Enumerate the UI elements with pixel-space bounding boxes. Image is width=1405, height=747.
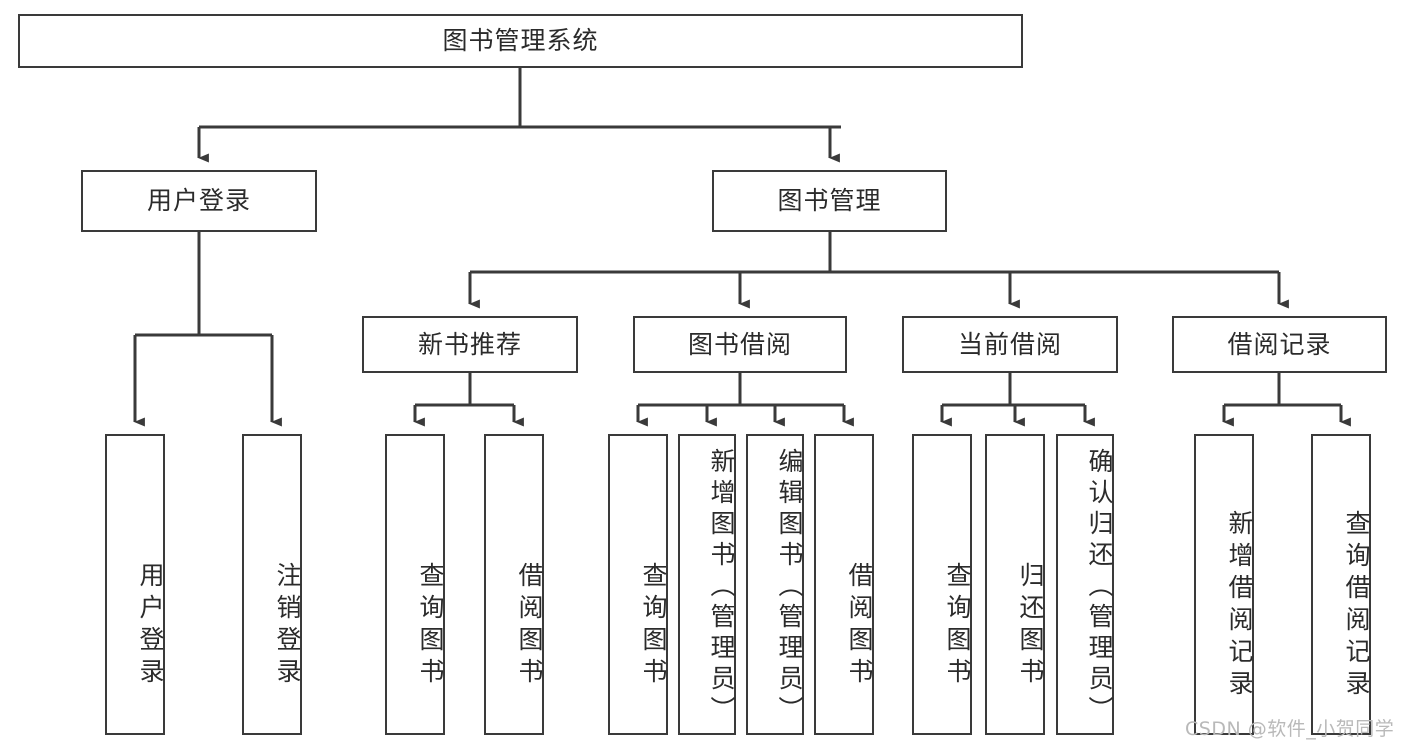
node-borrow-record[interactable]: 借阅记录 (1172, 316, 1387, 373)
node-user-login-label: 用户登录 (146, 186, 251, 216)
node-leaf-add-book-admin[interactable]: 新增图书（管理员） (678, 434, 736, 735)
node-leaf-query-book-recommend[interactable]: 查询图书 (385, 434, 445, 735)
node-leaf-user-login-label: 用户登录 (136, 561, 165, 690)
node-root-label: 图书管理系统 (442, 26, 599, 56)
node-current-borrow[interactable]: 当前借阅 (902, 316, 1118, 373)
node-leaf-user-logout[interactable]: 注销登录 (242, 434, 302, 735)
node-leaf-query-borrow-record[interactable]: 查询借阅记录 (1311, 434, 1371, 735)
node-leaf-borrow-book-recommend-label: 借阅图书 (515, 561, 544, 690)
node-user-login[interactable]: 用户登录 (81, 170, 317, 232)
node-current-borrow-label: 当前借阅 (957, 329, 1062, 359)
node-leaf-add-borrow-record-label: 新增借阅记录 (1225, 509, 1254, 702)
node-leaf-confirm-return-admin[interactable]: 确认归还（管理员） (1056, 434, 1114, 735)
node-root[interactable]: 图书管理系统 (18, 14, 1023, 68)
node-borrow-record-label: 借阅记录 (1227, 329, 1332, 359)
node-new-book-recommend-label: 新书推荐 (417, 329, 522, 359)
node-leaf-return-book-label: 归还图书 (1016, 561, 1045, 690)
node-leaf-confirm-return-admin-label: 确认归还（管理员） (1085, 448, 1114, 727)
node-leaf-query-book-current[interactable]: 查询图书 (912, 434, 972, 735)
node-book-borrow[interactable]: 图书借阅 (633, 316, 847, 373)
node-leaf-user-login[interactable]: 用户登录 (105, 434, 165, 735)
node-leaf-query-book-borrow-label: 查询图书 (639, 561, 668, 690)
node-book-borrow-label: 图书借阅 (687, 329, 792, 359)
node-leaf-edit-book-admin-label: 编辑图书（管理员） (775, 448, 804, 727)
node-book-manage[interactable]: 图书管理 (712, 170, 947, 232)
node-leaf-add-book-admin-label: 新增图书（管理员） (707, 448, 736, 727)
node-leaf-query-borrow-record-label: 查询借阅记录 (1342, 509, 1371, 702)
node-book-manage-label: 图书管理 (777, 186, 882, 216)
node-leaf-add-borrow-record[interactable]: 新增借阅记录 (1194, 434, 1254, 735)
node-leaf-query-book-borrow[interactable]: 查询图书 (608, 434, 668, 735)
node-leaf-user-logout-label: 注销登录 (273, 561, 302, 690)
node-new-book-recommend[interactable]: 新书推荐 (362, 316, 578, 373)
node-leaf-borrow-book[interactable]: 借阅图书 (814, 434, 874, 735)
node-leaf-borrow-book-label: 借阅图书 (845, 561, 874, 690)
node-leaf-query-book-recommend-label: 查询图书 (416, 561, 445, 690)
node-leaf-return-book[interactable]: 归还图书 (985, 434, 1045, 735)
watermark-text: CSDN @软件_小贺同学 (1185, 718, 1395, 740)
node-leaf-edit-book-admin[interactable]: 编辑图书（管理员） (746, 434, 804, 735)
node-leaf-query-book-current-label: 查询图书 (943, 561, 972, 690)
node-leaf-borrow-book-recommend[interactable]: 借阅图书 (484, 434, 544, 735)
